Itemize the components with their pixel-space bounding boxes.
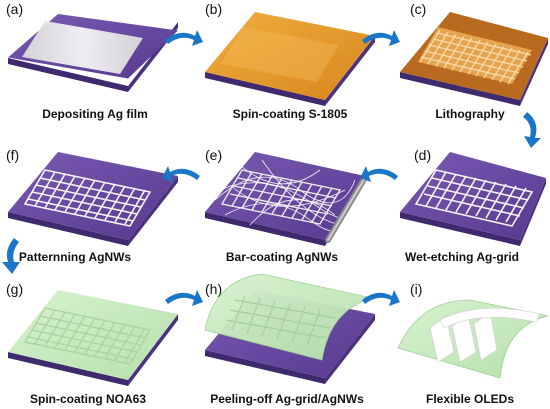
arrow-b-to-c <box>362 30 400 46</box>
arrow-h-to-i <box>362 290 400 306</box>
step-e-letter: (e) <box>205 147 222 163</box>
step-b: (b) Spin-coating S-1805 <box>205 1 375 121</box>
step-c-caption: Lithography <box>435 107 505 121</box>
step-f-ag-grid <box>23 169 152 227</box>
step-f-caption: Patternning AgNWs <box>19 250 132 264</box>
step-d-ag-grid <box>414 169 534 227</box>
step-e-coating-bar <box>325 173 369 243</box>
step-f: (f) Patternning AgNWs <box>6 147 178 264</box>
step-b-letter: (b) <box>205 1 222 17</box>
step-a-ag-film <box>22 21 143 74</box>
step-h: (h) Peeling-off Ag-grid/AgNWs <box>204 273 375 406</box>
arrow-g-to-h <box>165 290 203 306</box>
step-e-nanowires <box>214 159 361 232</box>
step-i-letter: (i) <box>410 281 422 297</box>
step-b-photoresist <box>205 12 375 100</box>
step-g: (g) Spin-coating NOA63 <box>6 281 178 406</box>
step-f-substrate <box>8 152 178 240</box>
step-g-ag-grid <box>23 307 152 365</box>
arrow-f-to-g <box>2 238 20 274</box>
step-d-caption: Wet-etching Ag-grid <box>405 250 519 264</box>
step-e-ag-grid <box>220 169 342 225</box>
step-i-oled-electrodes <box>429 307 541 363</box>
step-c: (c) Lithography <box>400 1 548 121</box>
step-a-letter: (a) <box>6 1 23 17</box>
step-d: (d) Wet-etching Ag-grid <box>400 147 546 264</box>
step-i: (i) Flexible OLEDs <box>397 281 549 406</box>
step-g-letter: (g) <box>6 281 23 297</box>
step-f-letter: (f) <box>6 147 19 163</box>
arrow-c-to-d <box>523 112 541 148</box>
step-i-caption: Flexible OLEDs <box>426 392 514 406</box>
step-d-letter: (d) <box>414 147 431 163</box>
step-h-caption: Peeling-off Ag-grid/AgNWs <box>210 392 364 406</box>
step-b-caption: Spin-coating S-1805 <box>233 107 348 121</box>
step-a: (a) Depositing Ag film <box>6 1 178 121</box>
step-g-caption: Spin-coating NOA63 <box>30 392 146 406</box>
step-a-caption: Depositing Ag film <box>42 107 148 121</box>
step-h-letter: (h) <box>205 281 222 297</box>
step-e-caption: Bar-coating AgNWs <box>226 250 339 264</box>
step-c-grid <box>419 29 532 85</box>
step-h-ag-grid <box>225 295 336 346</box>
arrow-e-to-f <box>162 166 200 182</box>
arrow-a-to-b <box>165 30 203 46</box>
step-c-letter: (c) <box>410 1 426 17</box>
step-e: (e) Bar-coating AgNWs <box>205 147 369 264</box>
arrow-d-to-e <box>360 166 398 182</box>
